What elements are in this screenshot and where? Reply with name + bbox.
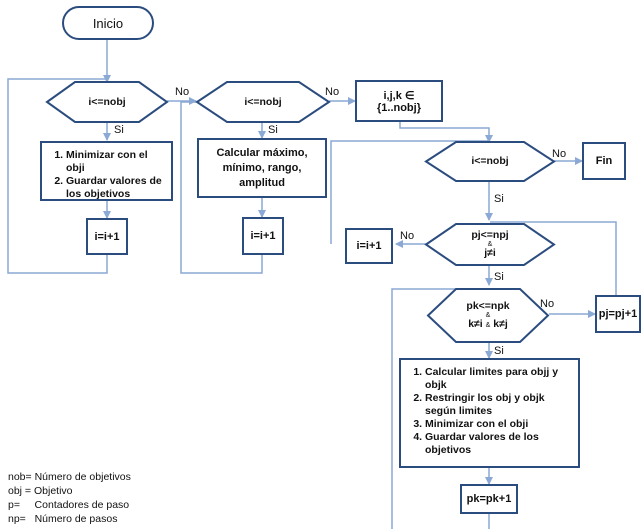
label-si-5: Si	[494, 345, 504, 357]
start-terminal: Inicio	[62, 6, 154, 40]
legend-item: nob= Número de objetivos	[8, 471, 131, 483]
decision-cond3-label: i<=nobj	[471, 155, 509, 167]
decision-cond2	[195, 81, 331, 123]
cond5-line3b: &	[485, 322, 491, 329]
end-terminal: Fin	[582, 142, 626, 180]
label-si-2: Si	[268, 124, 278, 136]
process-list-2: Calcular limites para objj y objk Restri…	[399, 358, 580, 468]
decision-cond5	[426, 288, 550, 343]
increment-i-1: i=i+1	[86, 218, 128, 255]
decision-cond4-label: pj<=npj & j≠i	[424, 222, 556, 267]
increment-pj: pj=pj+1	[595, 295, 641, 333]
cond5-line3a: k≠i	[468, 318, 483, 330]
legend: nob= Número de objetivos obj = Objetivo …	[8, 470, 131, 526]
legend-item: p= Contadores de paso	[8, 499, 130, 511]
cond5-line1: pk<=npk	[466, 300, 510, 312]
legend-item: obj = Objetivo	[8, 485, 73, 497]
decision-cond4	[424, 223, 556, 266]
label-no-2: No	[325, 86, 340, 98]
increment-i-3: i=i+1	[345, 228, 393, 264]
cond4-line3: j≠i	[484, 247, 496, 259]
decision-cond2-label: i<=nobj	[244, 95, 282, 108]
label-no-4: No	[400, 230, 415, 242]
label-no-5: No	[540, 298, 555, 310]
cond5-line3c: k≠j	[493, 318, 508, 330]
label-si-1: Si	[114, 124, 124, 136]
process-calc: Calcular máximo, mínimo, rango, amplitud	[197, 138, 327, 198]
label-si-3: Si	[494, 193, 504, 205]
process-list-1: Minimizar con el obji Guardar valores de…	[40, 141, 173, 201]
decision-cond1	[45, 81, 169, 123]
process-list-2-item: Restringir los obj y objk según limites	[425, 392, 572, 418]
process-list-2-item: Minimizar con el obji	[425, 418, 572, 431]
label-si-4: Si	[494, 271, 504, 283]
process-list-1-item: Guardar valores de los objetivos	[66, 175, 165, 201]
decision-cond3	[424, 141, 556, 182]
legend-item: np= Número de pasos	[8, 513, 118, 525]
process-list-2-item: Calcular limites para objj y objk	[425, 366, 572, 392]
process-choose-ijk: i,j,k ∈ {1..nobj}	[355, 80, 443, 122]
label-no-3: No	[552, 148, 567, 160]
cond5-line3: k≠i & k≠j	[468, 319, 508, 330]
increment-i-2: i=i+1	[242, 217, 284, 255]
process-list-1-item: Minimizar con el obji	[66, 149, 165, 175]
cond4-line2: &	[487, 241, 493, 248]
label-no-1: No	[175, 86, 190, 98]
decision-cond1-label: i<=nobj	[88, 95, 126, 108]
increment-pk: pk=pk+1	[460, 484, 518, 514]
process-list-2-item: Guardar valores de los objetivos	[425, 431, 572, 457]
cond4-line1: pj<=npj	[471, 229, 509, 241]
cond5-line2: &	[485, 312, 491, 319]
decision-cond5-label: pk<=npk & k≠i & k≠j	[426, 287, 550, 344]
